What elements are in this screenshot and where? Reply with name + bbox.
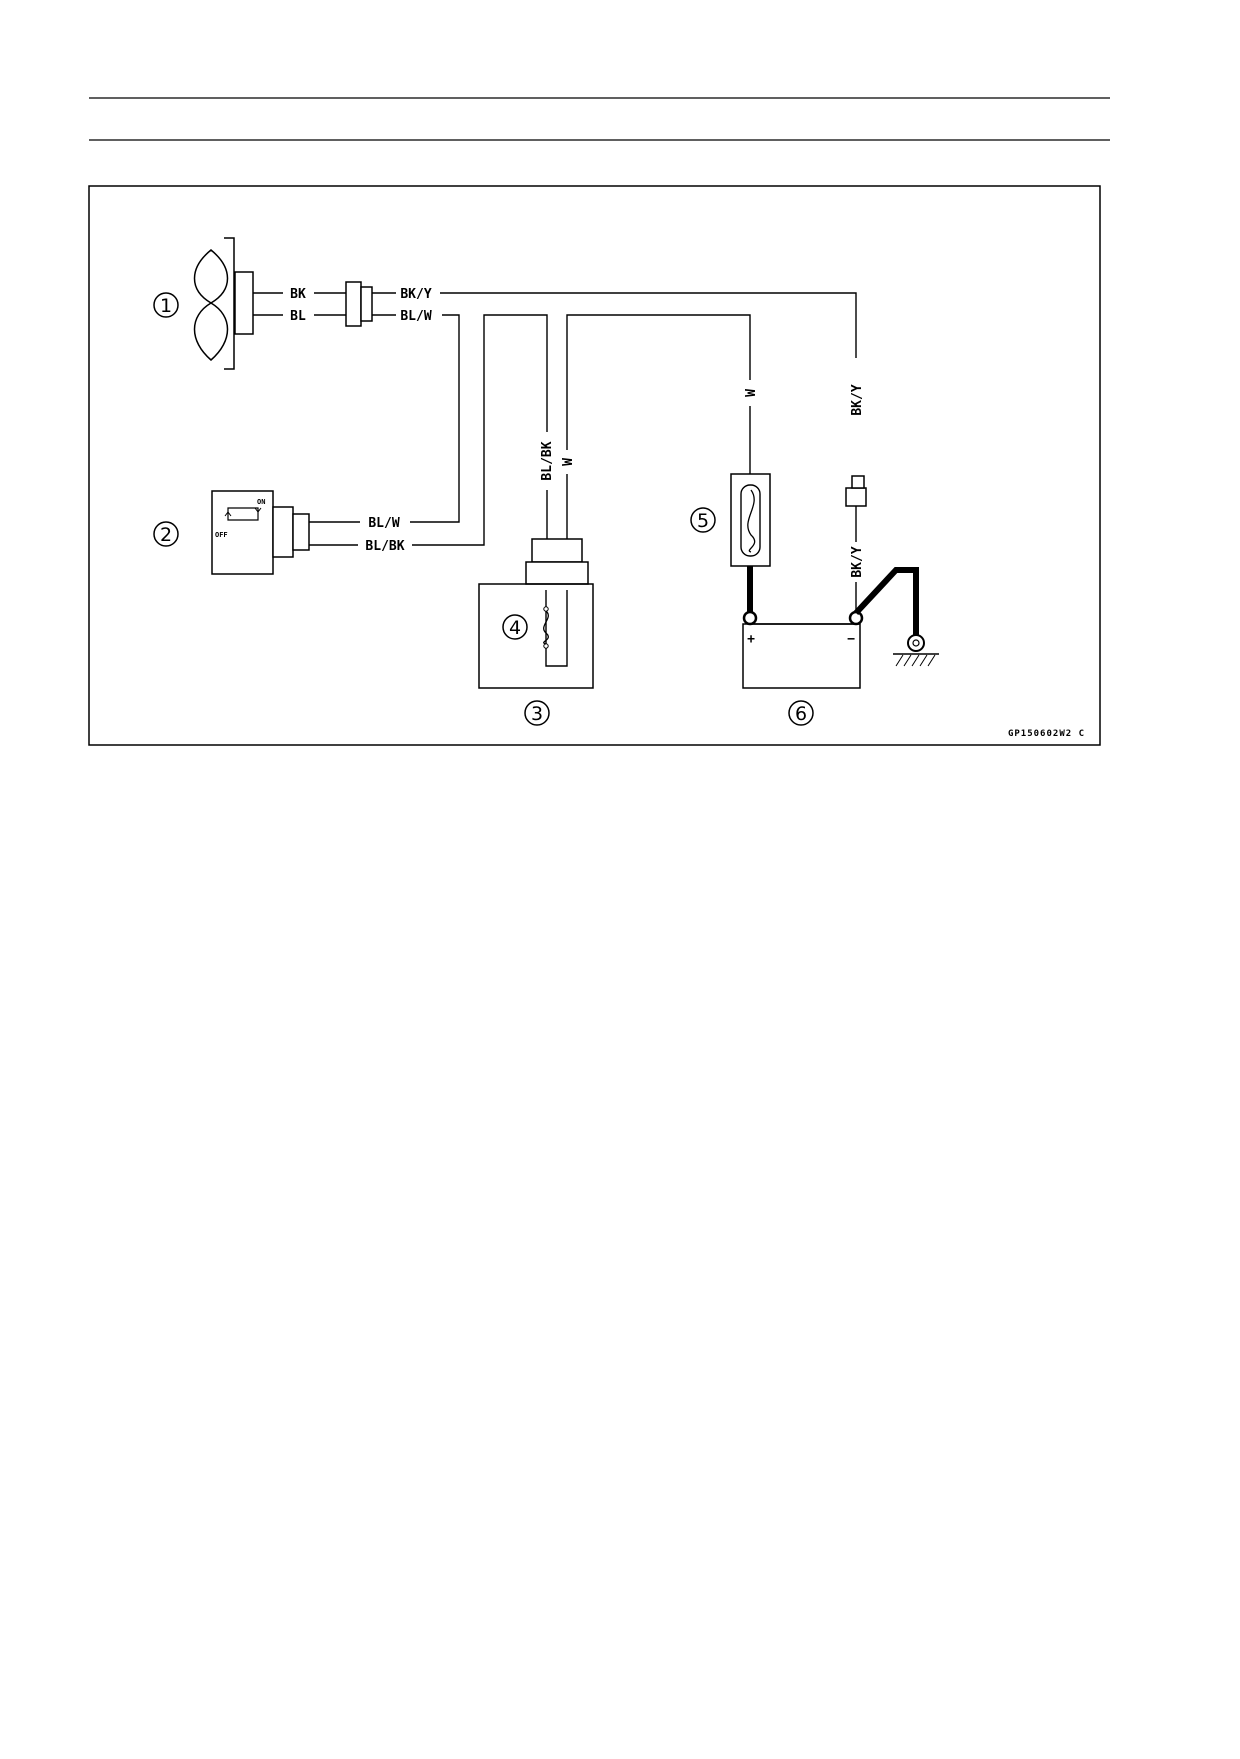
callout-thermo-element: 4	[509, 617, 521, 639]
callout-circle-6	[788, 700, 814, 726]
callout-circle-1	[153, 292, 179, 318]
temperature-sensor-icon	[478, 538, 594, 689]
wire-bl-w	[410, 314, 460, 523]
callout-circle-2	[153, 521, 179, 547]
ground-connector-icon	[845, 475, 867, 507]
callout-fuse: 5	[697, 510, 709, 532]
wire-label-w-sensor: W	[561, 458, 576, 466]
callout-circle-4	[502, 614, 528, 640]
switch-off-label: OFF	[215, 531, 228, 539]
battery-icon	[742, 610, 864, 689]
wire-label-bk-y-upper: BK/Y	[850, 384, 865, 415]
fuse-icon	[730, 473, 771, 567]
callout-sensor-connector: 3	[531, 703, 543, 725]
wire-w	[566, 314, 751, 539]
ground-strap	[853, 567, 919, 637]
figure-code: GP150602W2 C	[1008, 729, 1085, 739]
callout-fan: 1	[160, 295, 172, 317]
wire-bl-bk	[412, 314, 548, 546]
chassis-ground-icon	[893, 634, 939, 667]
fan-icon	[193, 237, 254, 370]
wire-label-bl-bk-switch: BL/BK	[365, 539, 404, 554]
switch-on-label: ON	[257, 498, 265, 506]
callout-circle-5	[690, 507, 716, 533]
fan-connector-icon	[345, 281, 373, 327]
wire-bk-y	[440, 292, 857, 358]
callout-switch: 2	[160, 524, 172, 546]
wire-label-bk-y-top: BK/Y	[400, 287, 431, 302]
wire-label-bl-w-top: BL/W	[400, 309, 431, 324]
wire-label-bl: BL	[290, 309, 306, 324]
wire-label-bl-w-switch: BL/W	[368, 516, 399, 531]
wire-label-bk-y-lower: BK/Y	[850, 546, 865, 577]
fan-switch-icon	[211, 490, 310, 575]
callout-battery: 6	[795, 703, 807, 725]
wire-label-bk: BK	[290, 287, 306, 302]
diagram-frame	[88, 185, 1101, 746]
wire-label-w-fuse: W	[744, 389, 759, 397]
battery-plus-label: +	[747, 632, 755, 647]
callout-circle-3	[524, 700, 550, 726]
wire-label-bl-bk-sensor: BL/BK	[540, 441, 555, 480]
battery-minus-label: −	[847, 632, 855, 647]
